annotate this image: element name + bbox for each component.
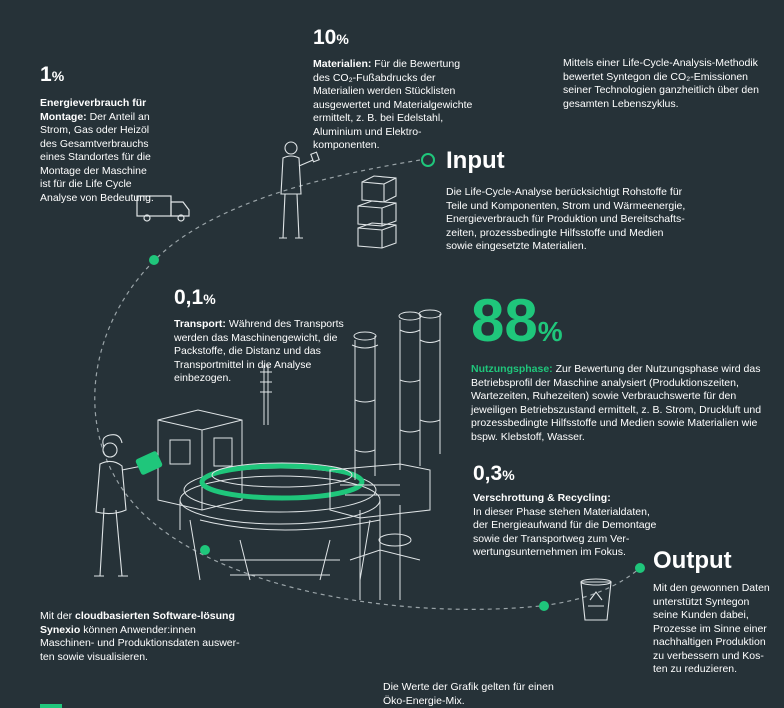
energy-montage-description: Der Anteil an Strom, Gas oder Heizöl des… (40, 110, 154, 204)
input-block: Input Die Life-Cycle-Analyse berücksicht… (446, 148, 686, 254)
transport-description: Während des Transports werden das Maschi… (174, 318, 344, 384)
materials-label: Materialien: (313, 58, 372, 70)
usage-label: Nutzungsphase: (471, 363, 553, 375)
input-text: Die Life-Cycle-Analyse berücksichtigt Ro… (446, 186, 686, 252)
usage-text: Nutzungsphase: Zur Bewertung der Nutzung… (471, 363, 771, 444)
worker-figure-tablet (94, 434, 163, 577)
materials-percent: 10% (313, 26, 349, 49)
input-title: Input (446, 147, 505, 174)
green-corner-mark (40, 704, 62, 708)
transport-block: 0,1% Transport: Während des Transports w… (174, 287, 349, 386)
recycling-block: 0,3% Verschrottung & Recycling: In diese… (473, 463, 658, 560)
machine-illustration (157, 309, 442, 600)
cycle-dot-left (149, 255, 159, 265)
energy-montage-block: 1% Energieverbrauch für Montage: Der Ant… (40, 64, 155, 205)
materials-text: Materialien: Für die Bewertung des CO₂-F… (313, 58, 478, 153)
output-block: Output Mit den gewonnen Daten unterstütz… (653, 548, 773, 677)
materials-description: Für die Bewertung des CO₂-Fußabdrucks de… (313, 58, 473, 151)
software-text-post: können Anwender:innen Maschinen- und Pro… (40, 623, 240, 663)
energy-montage-percent: 1% (40, 63, 65, 86)
software-text-pre: Mit der (40, 610, 76, 622)
worker-figure-top (279, 141, 320, 239)
cycle-dot-mid (200, 545, 210, 555)
software-text: Mit der cloudbasierten Software-lösung S… (40, 610, 240, 664)
transport-label: Transport: (174, 318, 226, 330)
energy-montage-text: Energieverbrauch für Montage: Der Anteil… (40, 97, 155, 205)
cycle-dot-output (635, 563, 645, 573)
recycling-label: Verschrottung & Recycling: (473, 492, 611, 504)
lifecycle-dashed-path (94, 159, 641, 610)
footnote-text: Die Werte der Grafik gelten für einen Ök… (383, 681, 554, 707)
recycling-text: Verschrottung & Recycling: In dieser Pha… (473, 492, 658, 560)
software-label: cloudbasierten Software-lösung Synexio (40, 610, 235, 636)
boxes-icon (357, 175, 397, 249)
transport-percent: 0,1% (174, 286, 216, 309)
methodology-text: Mittels einer Life-Cycle-Analysis-Method… (563, 57, 759, 110)
usage-description: Zur Bewertung der Nutzungsphase wird das… (471, 363, 762, 443)
recycling-cup-icon (580, 578, 612, 621)
output-title: Output (653, 547, 732, 574)
usage-percent: 88% (471, 287, 563, 354)
cycle-dot-input (421, 153, 435, 167)
transport-text: Transport: Während des Transports werden… (174, 318, 349, 386)
usage-block: 88% Nutzungsphase: Zur Bewertung der Nut… (471, 287, 771, 444)
truck-icon (136, 195, 190, 222)
recycling-percent: 0,3% (473, 462, 515, 485)
cycle-dot-bottom (539, 601, 549, 611)
materials-block: 10% Materialien: Für die Bewertung des C… (313, 27, 478, 153)
energy-montage-label: Energieverbrauch für Montage: (40, 97, 147, 123)
recycling-description: In dieser Phase stehen Materialdaten, de… (473, 505, 657, 559)
output-text: Mit den gewonnen Daten unterstützt Synte… (653, 582, 770, 675)
